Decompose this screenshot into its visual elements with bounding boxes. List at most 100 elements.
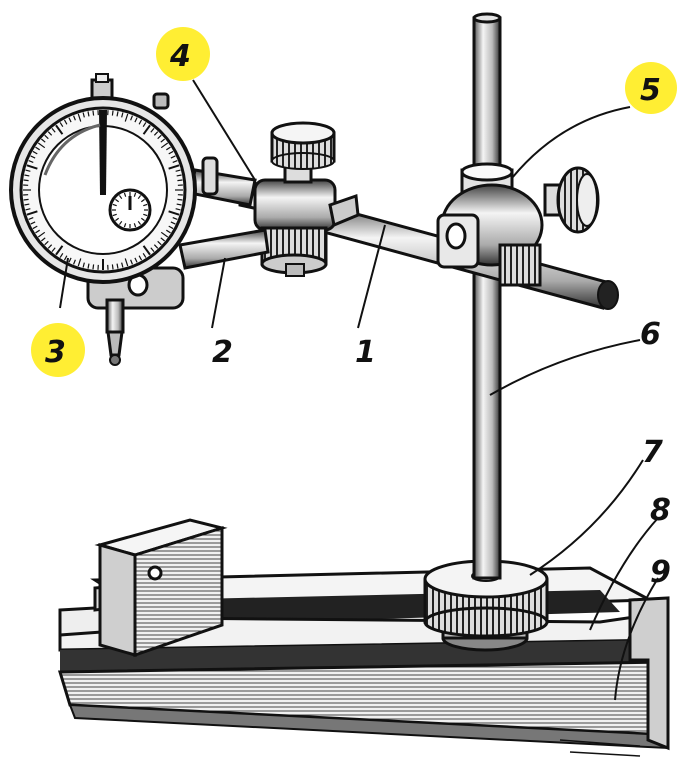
label-7: 7	[642, 435, 663, 470]
dial-tick	[160, 142, 169, 149]
dial-tick	[40, 237, 46, 242]
dial-tick	[68, 117, 72, 123]
dial-tick	[150, 247, 155, 253]
leader-lines	[59, 79, 659, 701]
counter-tick	[112, 213, 117, 217]
dial-tick	[59, 253, 64, 258]
arm-clamp	[238, 121, 360, 277]
counter-tick	[140, 198, 145, 203]
dial-tick	[130, 259, 134, 265]
dial-tick	[116, 263, 119, 269]
dial-tick	[68, 257, 72, 263]
counter-tick	[133, 223, 137, 228]
leader-6	[489, 339, 641, 396]
dial-tick	[87, 111, 90, 117]
leader-1	[357, 224, 386, 329]
dial-tick	[157, 240, 162, 246]
counter-tick	[133, 192, 137, 197]
dial-tick	[153, 244, 159, 249]
dial-tick	[63, 255, 68, 261]
counter-tick	[140, 217, 145, 222]
dial-tick	[44, 134, 49, 140]
dial-tick	[124, 258, 129, 267]
dial-tick	[121, 112, 124, 118]
dial-tick	[59, 122, 64, 127]
dial-tick	[172, 217, 178, 221]
dial-tick	[25, 169, 31, 172]
dial-tick	[44, 240, 49, 246]
label-5: 5	[640, 73, 661, 108]
column-clamp	[436, 162, 600, 287]
highlight-4	[156, 27, 210, 81]
dial-tick	[134, 257, 138, 263]
dial-tick	[32, 150, 38, 155]
dial-tick	[177, 198, 183, 201]
label-6: 6	[640, 317, 661, 352]
dial-tick	[63, 119, 68, 125]
dial-tick	[124, 113, 129, 122]
dial-tick	[138, 119, 143, 125]
dial-tick	[170, 221, 176, 225]
dial-tick	[23, 198, 29, 201]
dial-tick	[77, 113, 82, 122]
leader-8	[589, 517, 659, 631]
part-labels: 4 5 3 2 1 6 7 8 9	[45, 39, 671, 590]
label-1: 1	[355, 335, 376, 370]
vertical-column	[472, 12, 502, 580]
dial-tick	[166, 146, 171, 151]
dial-tick	[176, 203, 182, 206]
dial-tick	[175, 169, 181, 172]
dial-tick	[82, 262, 85, 268]
dial-tick	[168, 164, 180, 170]
dial-tick	[82, 112, 85, 118]
dial-tick	[111, 110, 114, 116]
dial-tick	[26, 164, 38, 170]
dial-tick	[168, 225, 174, 230]
revolution-counter-ticks	[112, 192, 148, 228]
dial-tick	[40, 138, 46, 143]
label-4: 4	[169, 39, 191, 74]
dial-tick	[77, 258, 82, 267]
highlight-3	[31, 323, 85, 377]
counter-tick	[137, 220, 142, 225]
leader-9	[614, 577, 659, 701]
dial-tick	[51, 247, 56, 253]
rail-clamp-block	[58, 518, 228, 658]
highlight-5	[625, 62, 677, 114]
dial-tick	[157, 134, 162, 140]
dial-tick	[92, 264, 95, 270]
dial-tick	[160, 231, 169, 238]
counter-tick	[137, 195, 142, 200]
dial-tick	[24, 203, 30, 206]
counter-tick	[115, 198, 120, 203]
leader-3	[59, 257, 69, 309]
dial-tick	[87, 263, 90, 269]
dial-tick	[172, 159, 178, 163]
dial-tick	[176, 174, 182, 177]
dial-tick	[142, 245, 151, 256]
dial-tick	[168, 150, 174, 155]
counter-tick	[115, 217, 120, 222]
dial-needle	[99, 110, 107, 195]
dial-tick	[51, 127, 56, 133]
dial-tick	[55, 245, 64, 256]
leader-7	[529, 459, 644, 576]
dial-tick	[150, 127, 155, 133]
leader-5	[511, 106, 631, 179]
stand-foot	[423, 559, 549, 652]
counter-tick	[143, 213, 148, 217]
dial-tick	[24, 174, 30, 177]
dial-tick	[23, 179, 29, 182]
dial-tick	[35, 146, 40, 151]
dial-tick	[130, 115, 134, 121]
counter-tick	[143, 203, 148, 207]
dial-tick	[138, 255, 143, 261]
dial-tick	[177, 179, 183, 182]
dial-tick	[175, 208, 181, 211]
dial-tick	[116, 111, 119, 117]
counter-tick	[112, 203, 117, 207]
dial-tick	[30, 155, 36, 159]
dial-tick	[28, 159, 34, 163]
counter-tick	[118, 220, 123, 225]
